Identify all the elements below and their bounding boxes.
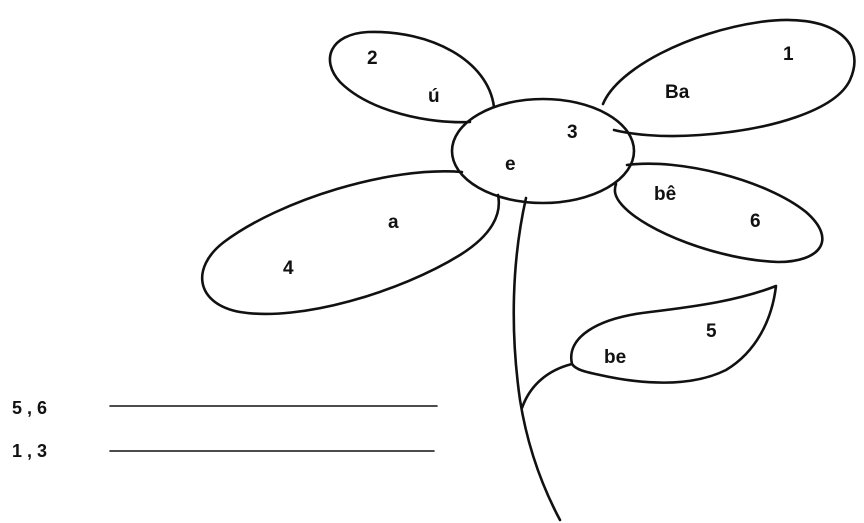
petal-1-number: 1 — [783, 44, 794, 65]
petal-4-syllable: a — [388, 212, 399, 233]
petal-1-syllable: Ba — [665, 82, 690, 103]
petal-3-syllable: e — [505, 154, 516, 175]
leaf-branch — [522, 364, 572, 408]
petal-2-number: 2 — [367, 48, 378, 69]
petal-2-syllable: ú — [428, 86, 440, 107]
petal-6-syllable: bê — [654, 184, 676, 205]
exercise-label-1: 5 , 6 — [12, 398, 47, 418]
flower-stem — [514, 198, 560, 520]
petal-4-number: 4 — [283, 258, 294, 279]
exercise-label-2: 1 , 3 — [12, 441, 47, 461]
petal-6 — [615, 164, 822, 262]
leaf-5 — [571, 286, 776, 383]
petal-6-number: 6 — [750, 211, 761, 232]
petal-3-number: 3 — [567, 122, 578, 143]
petal-4 — [202, 171, 499, 314]
leaf-5-number: 5 — [706, 321, 717, 342]
leaf-5-syllable: be — [604, 347, 626, 368]
petal-2 — [330, 32, 494, 122]
flower-center — [452, 99, 634, 203]
petal-1 — [603, 20, 854, 136]
